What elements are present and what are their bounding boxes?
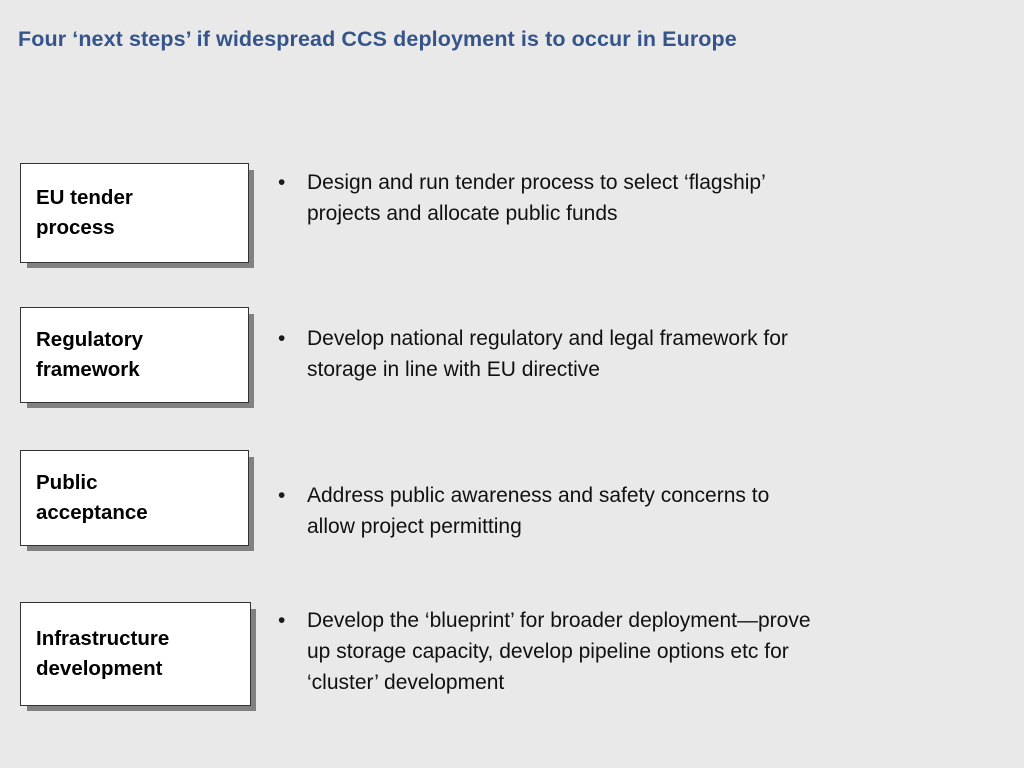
bullet-text: Design and run tender process to select … (307, 171, 766, 225)
bullet-point-icon: • (278, 327, 286, 350)
bullet-item-public-acceptance: • Address public awareness and safety co… (274, 480, 964, 542)
bullet-item-regulatory-framework: • Develop national regulatory and legal … (274, 323, 964, 385)
step-box-label: Regulatory framework (36, 327, 144, 381)
bullet-point-icon: • (278, 171, 286, 194)
bullet-item-eu-tender-process: • Design and run tender process to selec… (274, 167, 964, 229)
step-box-label: Infrastructure development (36, 626, 170, 680)
bullet-point-icon: • (278, 609, 286, 632)
step-box-infrastructure-development[interactable]: Infrastructure development (20, 602, 251, 706)
bullet-point-icon: • (278, 484, 286, 507)
step-box-label: EU tender process (36, 185, 133, 239)
page-title: Four ‘next steps’ if widespread CCS depl… (18, 27, 737, 51)
bullet-text: Address public awareness and safety conc… (307, 484, 770, 538)
bullet-item-infrastructure-development: • Develop the ‘blueprint’ for broader de… (274, 605, 964, 698)
bullet-text: Develop national regulatory and legal fr… (307, 327, 788, 381)
step-box-eu-tender-process[interactable]: EU tender process (20, 163, 249, 263)
step-box-label: Public acceptance (36, 470, 148, 524)
bullet-text: Develop the ‘blueprint’ for broader depl… (307, 609, 811, 694)
step-box-regulatory-framework[interactable]: Regulatory framework (20, 307, 249, 403)
step-box-public-acceptance[interactable]: Public acceptance (20, 450, 249, 546)
